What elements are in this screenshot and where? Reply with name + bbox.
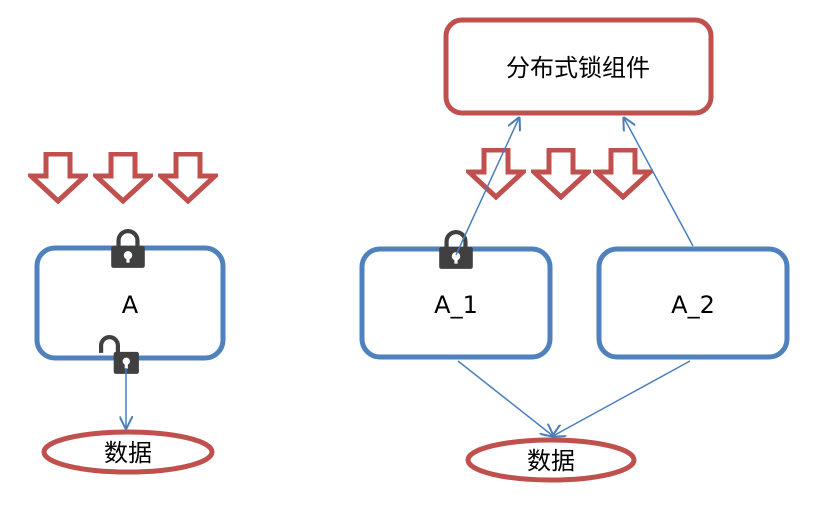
left-data-ellipse (41, 429, 215, 475)
down-arrow-icon (596, 150, 650, 197)
down-arrow-icon (534, 150, 588, 197)
service-a1-label: A_1 (434, 291, 478, 319)
lock-closed-icon (439, 232, 473, 269)
right-data-label: 数据 (527, 447, 575, 475)
down-arrow-icon (31, 154, 85, 201)
down-arrow-icon (469, 150, 523, 197)
distributed-lock-component-box (443, 17, 714, 116)
left-data-label: 数据 (104, 439, 152, 467)
down-arrow-icon (161, 154, 215, 201)
right-request-arrows (469, 150, 650, 197)
service-a2-label: A_2 (671, 291, 715, 319)
lock-closed-icon (111, 231, 145, 268)
a1-to-data-arrow (457, 360, 553, 436)
right-data-ellipse (465, 437, 637, 483)
service-a2-box (596, 246, 790, 360)
a2-to-data-arrow (553, 360, 691, 436)
service-a-label: A (122, 291, 139, 319)
a1-to-lock-arrow (455, 118, 519, 256)
down-arrow-icon (96, 154, 150, 201)
a2-to-lock-arrow (624, 118, 694, 247)
distributed-lock-component-label: 分布式锁组件 (506, 54, 650, 82)
left-request-arrows (31, 154, 215, 201)
